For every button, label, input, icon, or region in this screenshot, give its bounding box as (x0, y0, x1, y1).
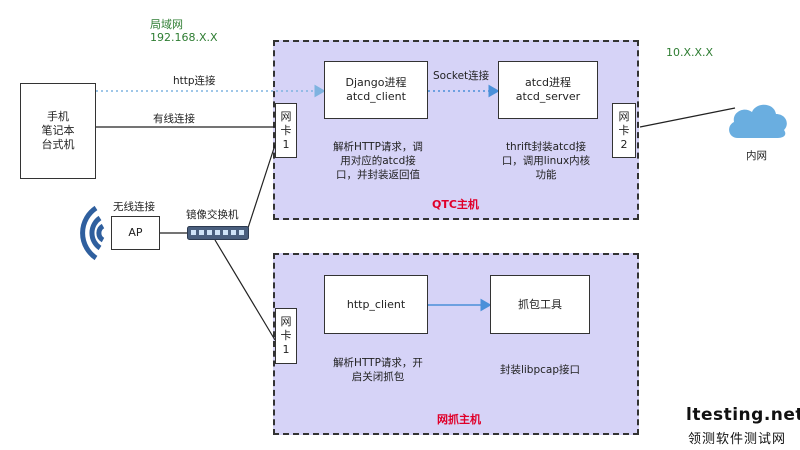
lan-label: 局域网 192.168.X.X (150, 18, 218, 44)
atcd-process-title: atcd进程 (524, 76, 572, 89)
intranet-label: 内网 (746, 150, 767, 162)
cloud-icon (729, 104, 787, 138)
atcd-process-subtitle: atcd_server (515, 90, 581, 103)
capture-tool-label: 抓包工具 (518, 297, 562, 311)
http-client-box: http_client (324, 275, 428, 334)
socket-link-label: Socket连接 (433, 70, 490, 82)
device-phone: 手机 (47, 110, 69, 123)
wireless-link-label: 无线连接 (113, 201, 155, 213)
access-point-label: AP (128, 226, 143, 239)
lan-title: 局域网 (150, 18, 183, 31)
atcd-description: thrift封装atcd接 口，调用linux内核 功能 (501, 141, 591, 181)
watermark-site-name: 领测软件测试网 (688, 432, 787, 447)
capture-nic1: 网 卡 1 (275, 308, 297, 364)
lan-ip: 192.168.X.X (150, 31, 218, 44)
qtc-host-title: QTC主机 (432, 198, 479, 211)
access-point-box: AP (111, 216, 160, 250)
django-process-box: Django进程 atcd_client (324, 61, 428, 119)
wifi-icon (80, 205, 105, 261)
http-client-label: http_client (346, 297, 406, 311)
device-laptop: 笔记本 (41, 124, 75, 137)
qtc-nic2-char-2: 卡 (618, 123, 630, 137)
device-desktop: 台式机 (41, 138, 75, 151)
qtc-nic2-char-3: 2 (620, 137, 628, 151)
django-process-title: Django进程 (345, 76, 407, 89)
capture-nic1-char-1: 网 (280, 315, 292, 328)
http-link-label: http连接 (173, 75, 216, 87)
qtc-nic1: 网 卡 1 (275, 103, 297, 158)
capture-nic1-char-3: 1 (282, 343, 290, 356)
atcd-process-box: atcd进程 atcd_server (498, 61, 598, 119)
qtc-nic1-char-1: 网 (280, 109, 292, 123)
external-ip-label: 10.X.X.X (666, 46, 714, 59)
watermark-domain: ltesting.net (686, 405, 800, 425)
wired-link-label: 有线连接 (153, 113, 195, 125)
http-client-description: 解析HTTP请求，开 启关闭抓包 (333, 357, 423, 383)
qtc-nic1-char-3: 1 (282, 137, 290, 151)
switch-qtc-line (247, 144, 276, 229)
django-process-subtitle: atcd_client (346, 90, 406, 103)
qtc-nic1-char-2: 卡 (280, 123, 292, 137)
capture-tool-box: 抓包工具 (490, 275, 590, 334)
capture-tool-description: 封装libpcap接口 (499, 364, 581, 376)
django-description: 解析HTTP请求，调 用对应的atcd接 口，并封装返回值 (333, 141, 423, 181)
capture-host-title: 网抓主机 (437, 413, 481, 426)
switch-icon (187, 226, 249, 240)
switch-capture-line (214, 239, 276, 341)
qtc-nic2-char-1: 网 (618, 109, 630, 123)
nic2-cloud-line (639, 107, 736, 128)
qtc-nic2: 网 卡 2 (612, 103, 636, 158)
capture-nic1-char-2: 卡 (280, 329, 292, 342)
mirror-switch-label: 镜像交换机 (186, 209, 239, 221)
client-devices-box: 手机 笔记本 台式机 (20, 83, 96, 179)
